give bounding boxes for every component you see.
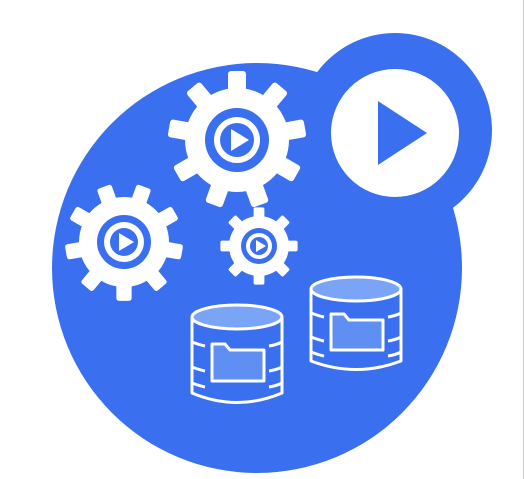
gear-icon	[167, 71, 307, 208]
gear-icon	[64, 184, 184, 301]
folder-icon	[329, 312, 385, 352]
gear-icon	[220, 207, 298, 285]
folder-icon	[210, 342, 266, 383]
database-icon	[309, 275, 403, 371]
play-button-icon	[331, 69, 459, 197]
database-icon	[190, 303, 284, 404]
